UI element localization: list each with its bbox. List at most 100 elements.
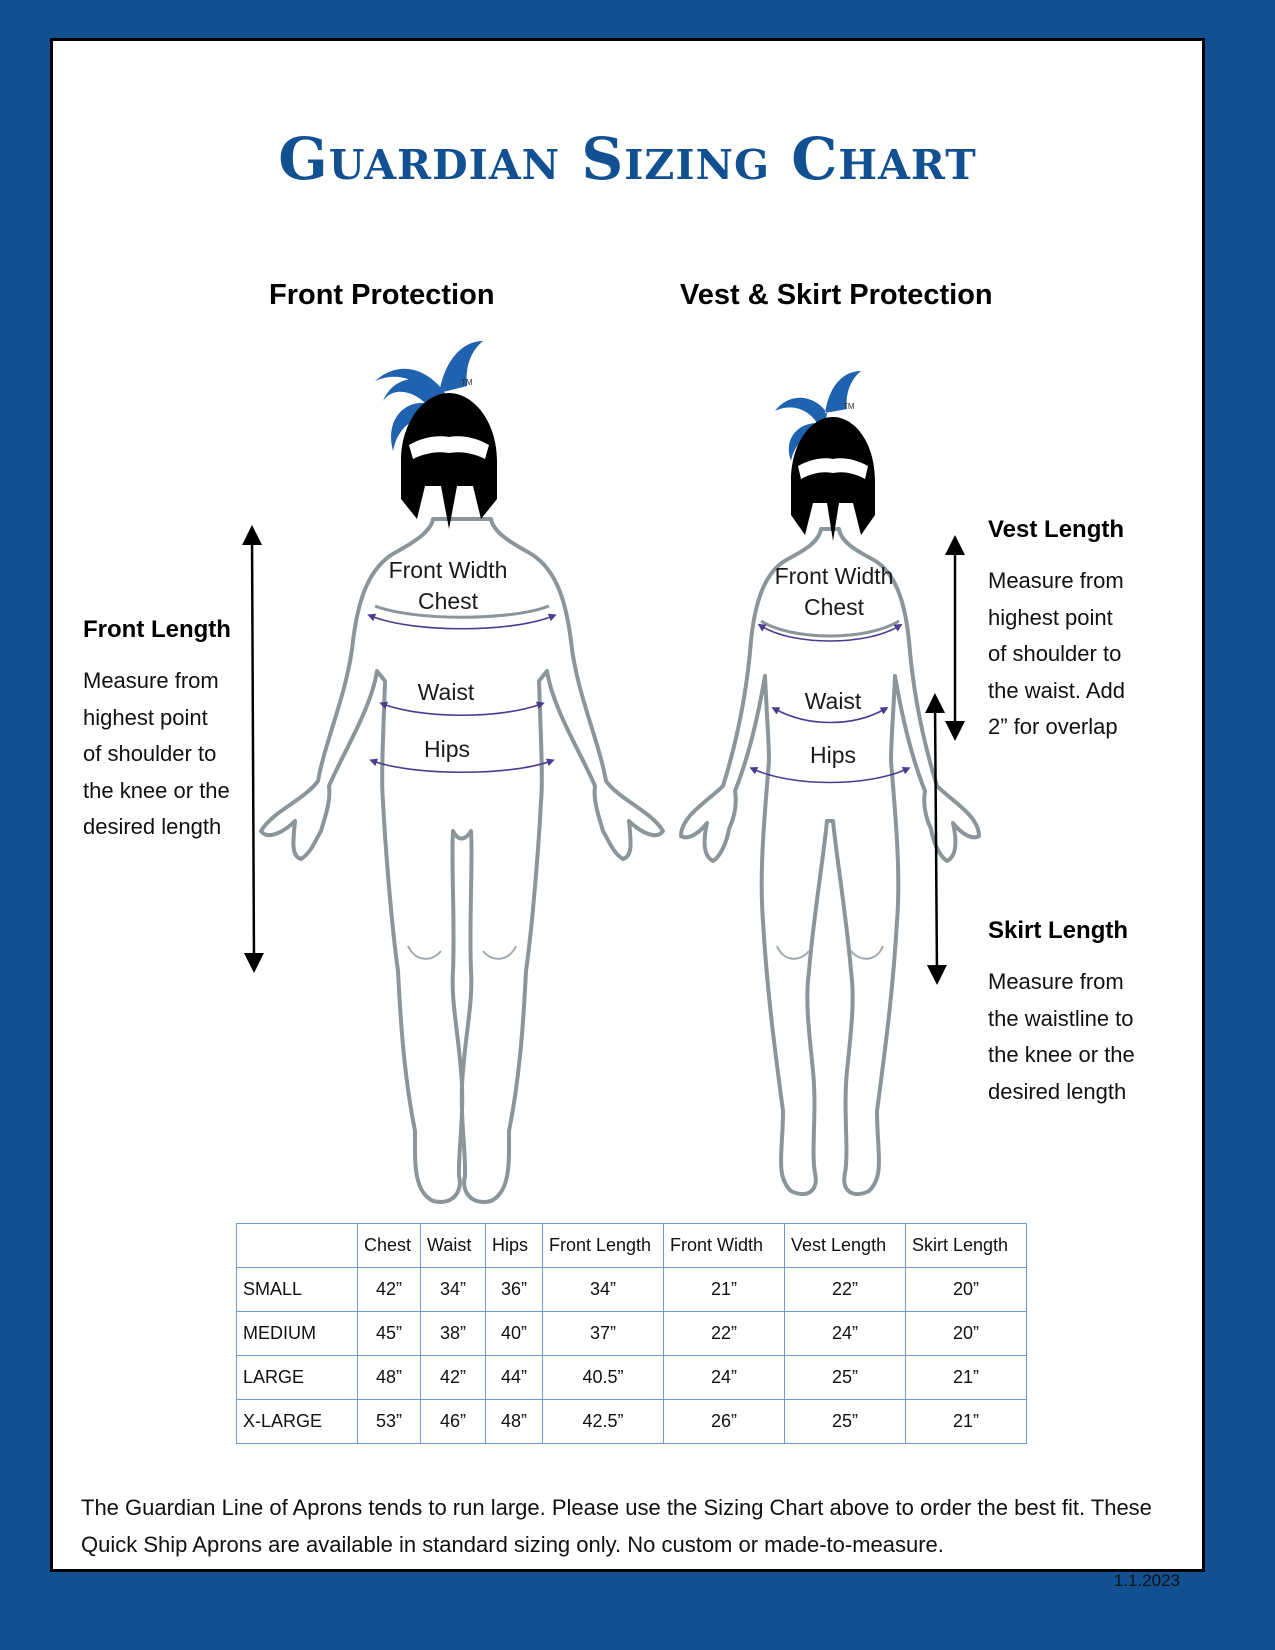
- female-chest-label: Chest: [804, 594, 865, 620]
- female-hips-measure: [749, 766, 911, 784]
- table-cell: 24”: [784, 1311, 906, 1356]
- plume-icon: [775, 371, 861, 461]
- vest-length-heading: Vest Length: [988, 516, 1125, 543]
- table-cell: 48”: [357, 1355, 421, 1400]
- table-cell: 21”: [663, 1267, 785, 1312]
- table-cell: 38”: [420, 1311, 486, 1356]
- table-header-cell: Vest Length: [784, 1223, 906, 1268]
- size-name-cell: SMALL: [236, 1267, 358, 1312]
- table-header-cell: Front Width: [663, 1223, 785, 1268]
- vest-length-line: 2” for overlap: [988, 714, 1118, 739]
- sizing-table: Chest Waist Hips Front Length Front Widt…: [236, 1223, 1027, 1444]
- vest-length-description: Measure from highest point of shoulder t…: [988, 563, 1125, 746]
- male-front-width-label: Front Width: [389, 557, 508, 583]
- male-tm-mark: TM: [461, 378, 473, 387]
- table-header-cell: Waist: [420, 1223, 486, 1268]
- table-cell: 20”: [905, 1311, 1027, 1356]
- table-header-cell: Chest: [357, 1223, 421, 1268]
- size-name-cell: X-LARGE: [236, 1399, 358, 1444]
- body-figures: Front Width Chest Waist Hips TM Fr: [242, 341, 981, 1204]
- table-cell: 48”: [485, 1399, 543, 1444]
- front-length-line: Measure from: [83, 668, 219, 693]
- table-cell: 34”: [420, 1267, 486, 1312]
- female-helmet-icon: TM: [775, 371, 875, 541]
- table-cell: 44”: [485, 1355, 543, 1400]
- vest-length-line: of shoulder to: [988, 641, 1122, 666]
- female-hips-label: Hips: [810, 742, 856, 768]
- table-cell: 46”: [420, 1399, 486, 1444]
- sizing-chart-card: Guardian Sizing Chart Front Protection V…: [50, 38, 1205, 1590]
- table-cell: 42”: [420, 1355, 486, 1400]
- male-waist-measure: [379, 701, 545, 716]
- skirt-length-arrow: [925, 693, 947, 985]
- size-name-cell: MEDIUM: [236, 1311, 358, 1356]
- male-chest-measure: [367, 613, 557, 630]
- male-chest-label: Chest: [418, 588, 479, 614]
- male-body-outline: [259, 517, 665, 1204]
- table-cell: 40.5”: [542, 1355, 664, 1400]
- female-knee-right: [850, 945, 884, 960]
- front-length-heading: Front Length: [83, 616, 231, 643]
- vest-length-line: highest point: [988, 604, 1113, 630]
- table-cell: 40”: [485, 1311, 543, 1356]
- skirt-length-line: desired length: [988, 1078, 1127, 1104]
- skirt-length-line: Measure from: [988, 969, 1124, 994]
- table-cell: 25”: [784, 1355, 906, 1400]
- male-knee-left: [407, 945, 442, 960]
- table-header-row: Chest Waist Hips Front Length Front Widt…: [236, 1223, 1027, 1268]
- page-title: Guardian Sizing Chart: [278, 125, 977, 193]
- female-waist-label: Waist: [805, 688, 862, 714]
- table-cell: 37”: [542, 1311, 664, 1356]
- table-cell: 36”: [485, 1267, 543, 1312]
- female-front-width-label: Front Width: [775, 563, 894, 589]
- size-name-cell: LARGE: [236, 1355, 358, 1400]
- vest-length-line: the waist. Add: [988, 677, 1125, 703]
- table-cell: 34”: [542, 1267, 664, 1312]
- female-chest-measure: [757, 623, 903, 642]
- table-cell: 22”: [663, 1311, 785, 1356]
- female-knee-left: [776, 945, 810, 960]
- female-body-outline: [679, 527, 981, 1197]
- sizing-note: The Guardian Line of Aprons tends to run…: [81, 1489, 1181, 1563]
- table-header-cell: Hips: [485, 1223, 543, 1268]
- table-header-cell: Skirt Length: [905, 1223, 1027, 1268]
- table-cell: 22”: [784, 1267, 906, 1312]
- skirt-length-line: the waistline to: [988, 1005, 1134, 1031]
- front-protection-title: Front Protection: [269, 279, 495, 311]
- front-length-line: the knee or the: [83, 777, 230, 803]
- table-row: MEDIUM 45” 38” 40” 37” 22” 24” 20”: [236, 1311, 1027, 1356]
- table-cell: 42”: [357, 1267, 421, 1312]
- male-waist-label: Waist: [418, 679, 475, 705]
- front-length-line: highest point: [83, 704, 208, 730]
- revision-date: 1.1.2023: [1113, 1571, 1180, 1590]
- male-hips-label: Hips: [424, 736, 470, 762]
- table-cell: 53”: [357, 1399, 421, 1444]
- table-header-cell: [236, 1223, 358, 1268]
- table-cell: 21”: [905, 1355, 1027, 1400]
- female-tm-mark: TM: [843, 402, 855, 411]
- skirt-length-line: the knee or the: [988, 1042, 1135, 1067]
- male-knee-right: [482, 945, 517, 960]
- female-figure: Front Width Chest Waist Hips TM: [679, 371, 981, 1197]
- table-cell: 26”: [663, 1399, 785, 1444]
- female-bust-line: [760, 619, 900, 638]
- front-length-arrow: [242, 525, 264, 973]
- table-header-cell: Front Length: [542, 1223, 664, 1268]
- front-length-line: of shoulder to: [83, 741, 217, 766]
- table-cell: 20”: [905, 1267, 1027, 1312]
- table-cell: 24”: [663, 1355, 785, 1400]
- table-cell: 21”: [905, 1399, 1027, 1444]
- table-cell: 45”: [357, 1311, 421, 1356]
- skirt-length-heading: Skirt Length: [988, 917, 1129, 944]
- front-length-description: Measure from highest point of shoulder t…: [83, 663, 230, 846]
- sizing-note-line: The Guardian Line of Aprons tends to run…: [81, 1495, 1152, 1520]
- female-waist-measure: [771, 707, 889, 724]
- table-cell: 42.5”: [542, 1399, 664, 1444]
- vest-skirt-protection-title: Vest & Skirt Protection: [680, 279, 993, 311]
- table-cell: 25”: [784, 1399, 906, 1444]
- male-hips-measure: [369, 758, 555, 774]
- male-helmet-icon: TM: [375, 341, 497, 529]
- vest-length-line: Measure from: [988, 568, 1124, 593]
- sizing-note-line: Quick Ship Aprons are available in stand…: [81, 1532, 944, 1557]
- table-row: LARGE 48” 42” 44” 40.5” 24” 25” 21”: [236, 1355, 1027, 1400]
